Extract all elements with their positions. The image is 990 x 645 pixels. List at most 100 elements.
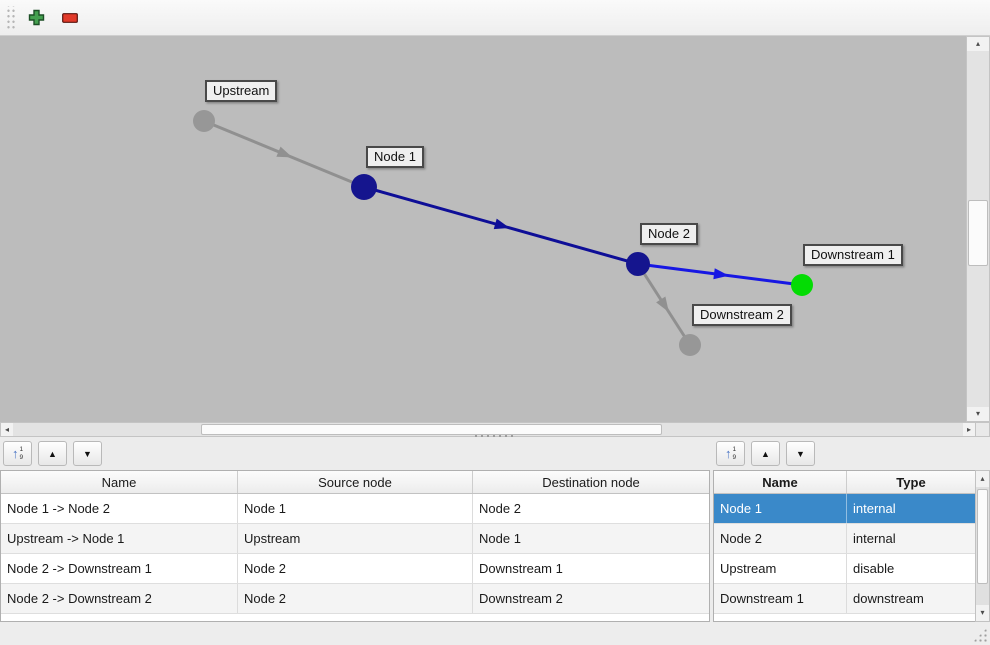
edge-row[interactable]: Node 2 -> Downstream 1 Node 2 Downstream… [1,554,709,584]
scroll-down-button[interactable]: ▾ [976,605,989,621]
canvas-pane: Upstream Node 1 Node 2 Downstream 1 Down… [0,36,990,437]
move-down-button[interactable]: ▼ [786,441,815,466]
graph-drawing [193,110,813,356]
node-label[interactable]: Upstream [205,80,278,102]
up-arrow-icon: ▲ [48,448,57,459]
add-button[interactable] [23,5,49,31]
status-bar [0,622,990,645]
scroll-right-button[interactable]: ▸ [963,423,975,436]
cell-source: Upstream [238,524,473,553]
tables-region: ↑ 1 9 ▲ ▼ Name Source node Destination n… [0,437,990,622]
node-row[interactable]: Downstream 1 downstream [714,584,975,614]
cell-name: Node 2 [714,524,847,553]
node-label[interactable]: Downstream 2 [692,304,792,326]
scrollbar-thumb[interactable] [201,424,662,435]
edge-row[interactable]: Upstream -> Node 1 Upstream Node 1 [1,524,709,554]
node-row[interactable]: Upstream disable [714,554,975,584]
sort-digit-bottom: 9 [19,453,24,461]
edges-table-header: Name Source node Destination node [1,471,709,494]
nodes-table: Name Type Node 1 internal Node 2 interna… [713,470,975,622]
column-header-name[interactable]: Name [714,471,847,493]
table-vertical-scrollbar[interactable]: ▴ ▾ [975,470,990,622]
edges-toolbar: ↑ 1 9 ▲ ▼ [0,437,710,470]
pane-splitter-handle[interactable] [473,434,517,438]
cell-name: Node 2 -> Downstream 1 [1,554,238,583]
remove-button[interactable] [57,5,83,31]
canvas-horizontal-scrollbar[interactable]: ◂ ▸ [0,422,976,437]
up-arrow-icon: ▲ [761,448,770,459]
cell-source: Node 1 [238,494,473,523]
nodes-pane: ↑ 1 9 ▲ ▼ Name Type [713,437,990,622]
scroll-up-icon: ▴ [980,474,985,483]
edge-row[interactable]: Node 1 -> Node 2 Node 1 Node 2 [1,494,709,524]
node-label[interactable]: Node 1 [366,146,424,168]
edge-row[interactable]: Node 2 -> Downstream 2 Node 2 Downstream… [1,584,709,614]
edge-arrowhead [656,296,669,313]
node-label[interactable]: Node 2 [640,223,698,245]
cell-type: disable [853,561,895,576]
scrollbar-thumb[interactable] [968,200,988,266]
sort-arrow-glyph: ↑ [11,446,19,461]
nodes-table-header: Name Type [714,471,975,494]
scrollbar-thumb[interactable] [977,489,988,584]
column-header-type[interactable]: Type [896,474,926,490]
nodes-toolbar: ↑ 1 9 ▲ ▼ [713,437,990,470]
column-header-source-node[interactable]: Source node [238,471,473,493]
graph-node[interactable] [351,174,377,200]
sort-arrow-glyph: ↑ [724,446,732,461]
scroll-down-button[interactable]: ▾ [967,407,989,421]
column-header-destination-node[interactable]: Destination node [542,474,640,490]
graph-canvas[interactable]: Upstream Node 1 Node 2 Downstream 1 Down… [0,36,966,422]
node-label[interactable]: Downstream 1 [803,244,903,266]
sort-button[interactable]: ↑ 1 9 [716,441,745,466]
move-up-button[interactable]: ▲ [38,441,67,466]
scrollbar-track[interactable] [967,51,989,407]
down-arrow-icon: ▼ [83,448,92,459]
edge-arrowhead [276,146,293,158]
graph-node[interactable] [626,252,650,276]
sort-ascending-icon: ↑ 1 9 [725,446,736,461]
column-header-name[interactable]: Name [1,471,238,493]
scroll-left-button[interactable]: ◂ [1,423,13,436]
cell-destination: Downstream 1 [479,561,563,576]
scroll-up-button[interactable]: ▴ [976,471,989,487]
cell-destination: Node 2 [479,501,521,516]
node-row[interactable]: Node 1 internal [714,494,975,524]
edge-arrowhead [713,268,729,280]
edge-arrowhead [493,218,510,230]
canvas-vertical-scrollbar[interactable]: ▴ ▾ [966,36,990,422]
minus-shape [62,12,78,23]
cell-name: Node 2 -> Downstream 2 [1,584,238,613]
cell-type: downstream [853,591,924,606]
scrollbar-track[interactable] [13,423,963,436]
plus-shape [28,9,44,26]
down-arrow-icon: ▼ [796,448,805,459]
sort-digit-top: 1 [19,446,24,454]
window-resize-grip[interactable] [973,628,987,642]
move-down-button[interactable]: ▼ [73,441,102,466]
scroll-up-button[interactable]: ▴ [967,37,989,51]
cell-source: Node 2 [238,554,473,583]
scroll-up-icon: ▴ [975,39,980,48]
graph-node[interactable] [791,274,813,296]
cell-name: Upstream -> Node 1 [1,524,238,553]
move-up-button[interactable]: ▲ [751,441,780,466]
graph-node[interactable] [193,110,215,132]
node-row[interactable]: Node 2 internal [714,524,975,554]
cell-name: Node 1 -> Node 2 [1,494,238,523]
cell-source: Node 2 [238,584,473,613]
sort-digit-top: 1 [732,446,737,454]
sort-button[interactable]: ↑ 1 9 [3,441,32,466]
sort-digit-bottom: 9 [732,453,737,461]
cell-destination: Downstream 2 [479,591,563,606]
graph-node[interactable] [679,334,701,356]
scroll-left-icon: ◂ [4,424,9,434]
scroll-down-icon: ▾ [975,409,980,418]
scrollbar-track[interactable] [976,487,989,605]
toolbar-drag-handle[interactable] [5,5,15,30]
cell-type: internal [853,531,896,546]
scrollbar-corner [976,422,990,437]
nodes-table-body: Name Type Node 1 internal Node 2 interna… [713,470,990,622]
edges-table: Name Source node Destination node Node 1… [0,470,710,622]
